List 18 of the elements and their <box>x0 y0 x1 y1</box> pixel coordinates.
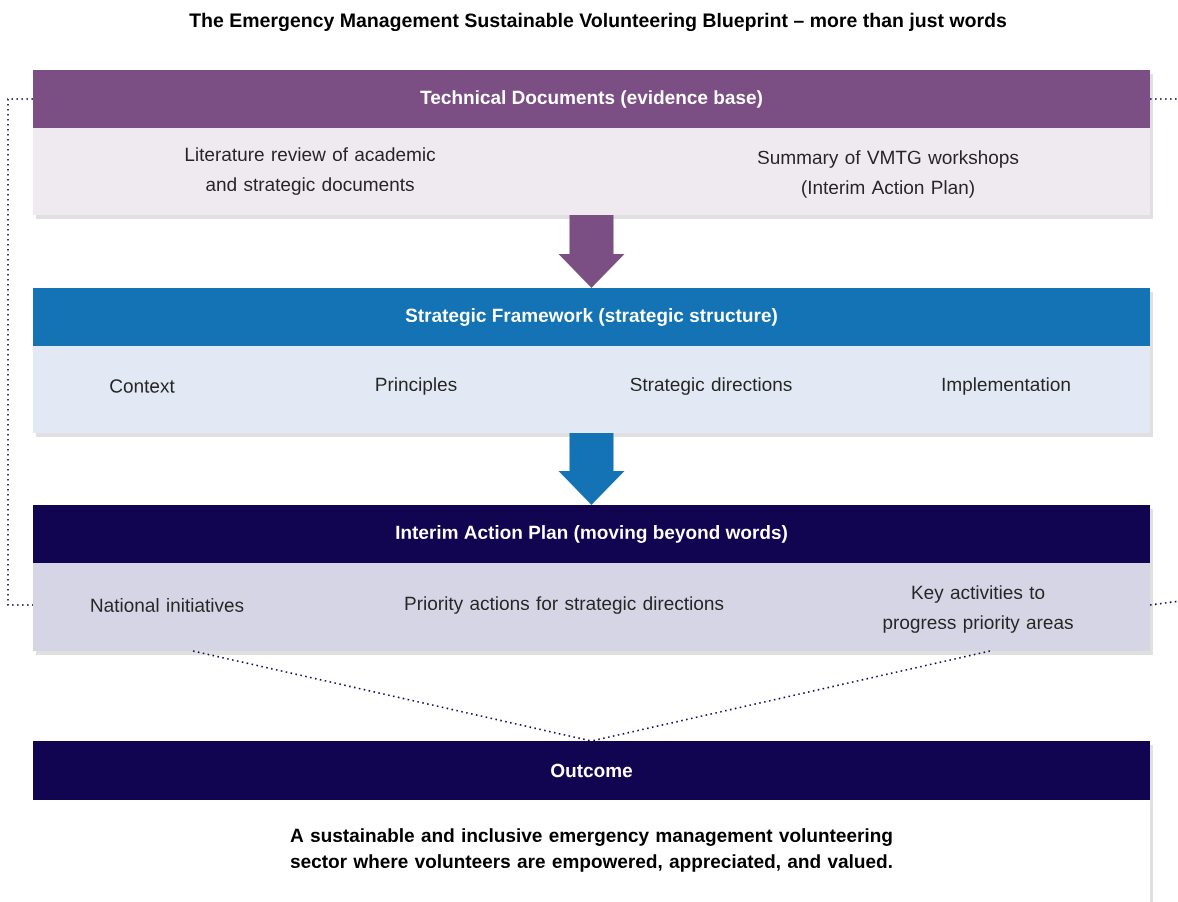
dotted-line <box>1149 600 1178 606</box>
dotted-line <box>1149 98 1178 100</box>
title: The Emergency Management Sustainable Volunteering Blueprint – more than just words <box>189 12 1007 32</box>
node-label: Outcome <box>551 763 633 778</box>
node-label: A sustainable and inclusive emergency management volunteering sector where volunteers are empowered, appreciated, and valued. <box>290 828 892 872</box>
cell-text: National initiatives <box>91 598 244 612</box>
cell-text: Implementation <box>942 377 1070 395</box>
dotted-line <box>7 98 34 606</box>
dotted-line <box>192 650 593 742</box>
panel: Outcome A sustainable and inclusive emergency management volunteering sector where volunteers are empowered, appreciated, and valued. <box>33 741 1153 902</box>
cell-text: Key activities to progress priority areas <box>883 585 1073 633</box>
cell-text: Strategic directions <box>630 377 792 395</box>
cell-text: Principles <box>376 377 457 395</box>
cell-text: Context <box>110 379 175 393</box>
cell-text: Summary of VMTG workshops (Interim Action Plan) <box>757 150 1019 198</box>
cell-text: Priority actions for strategic directions <box>405 596 724 614</box>
cell-text: Literature review of academic and strategic documents <box>185 147 436 195</box>
dotted-line <box>590 650 991 742</box>
